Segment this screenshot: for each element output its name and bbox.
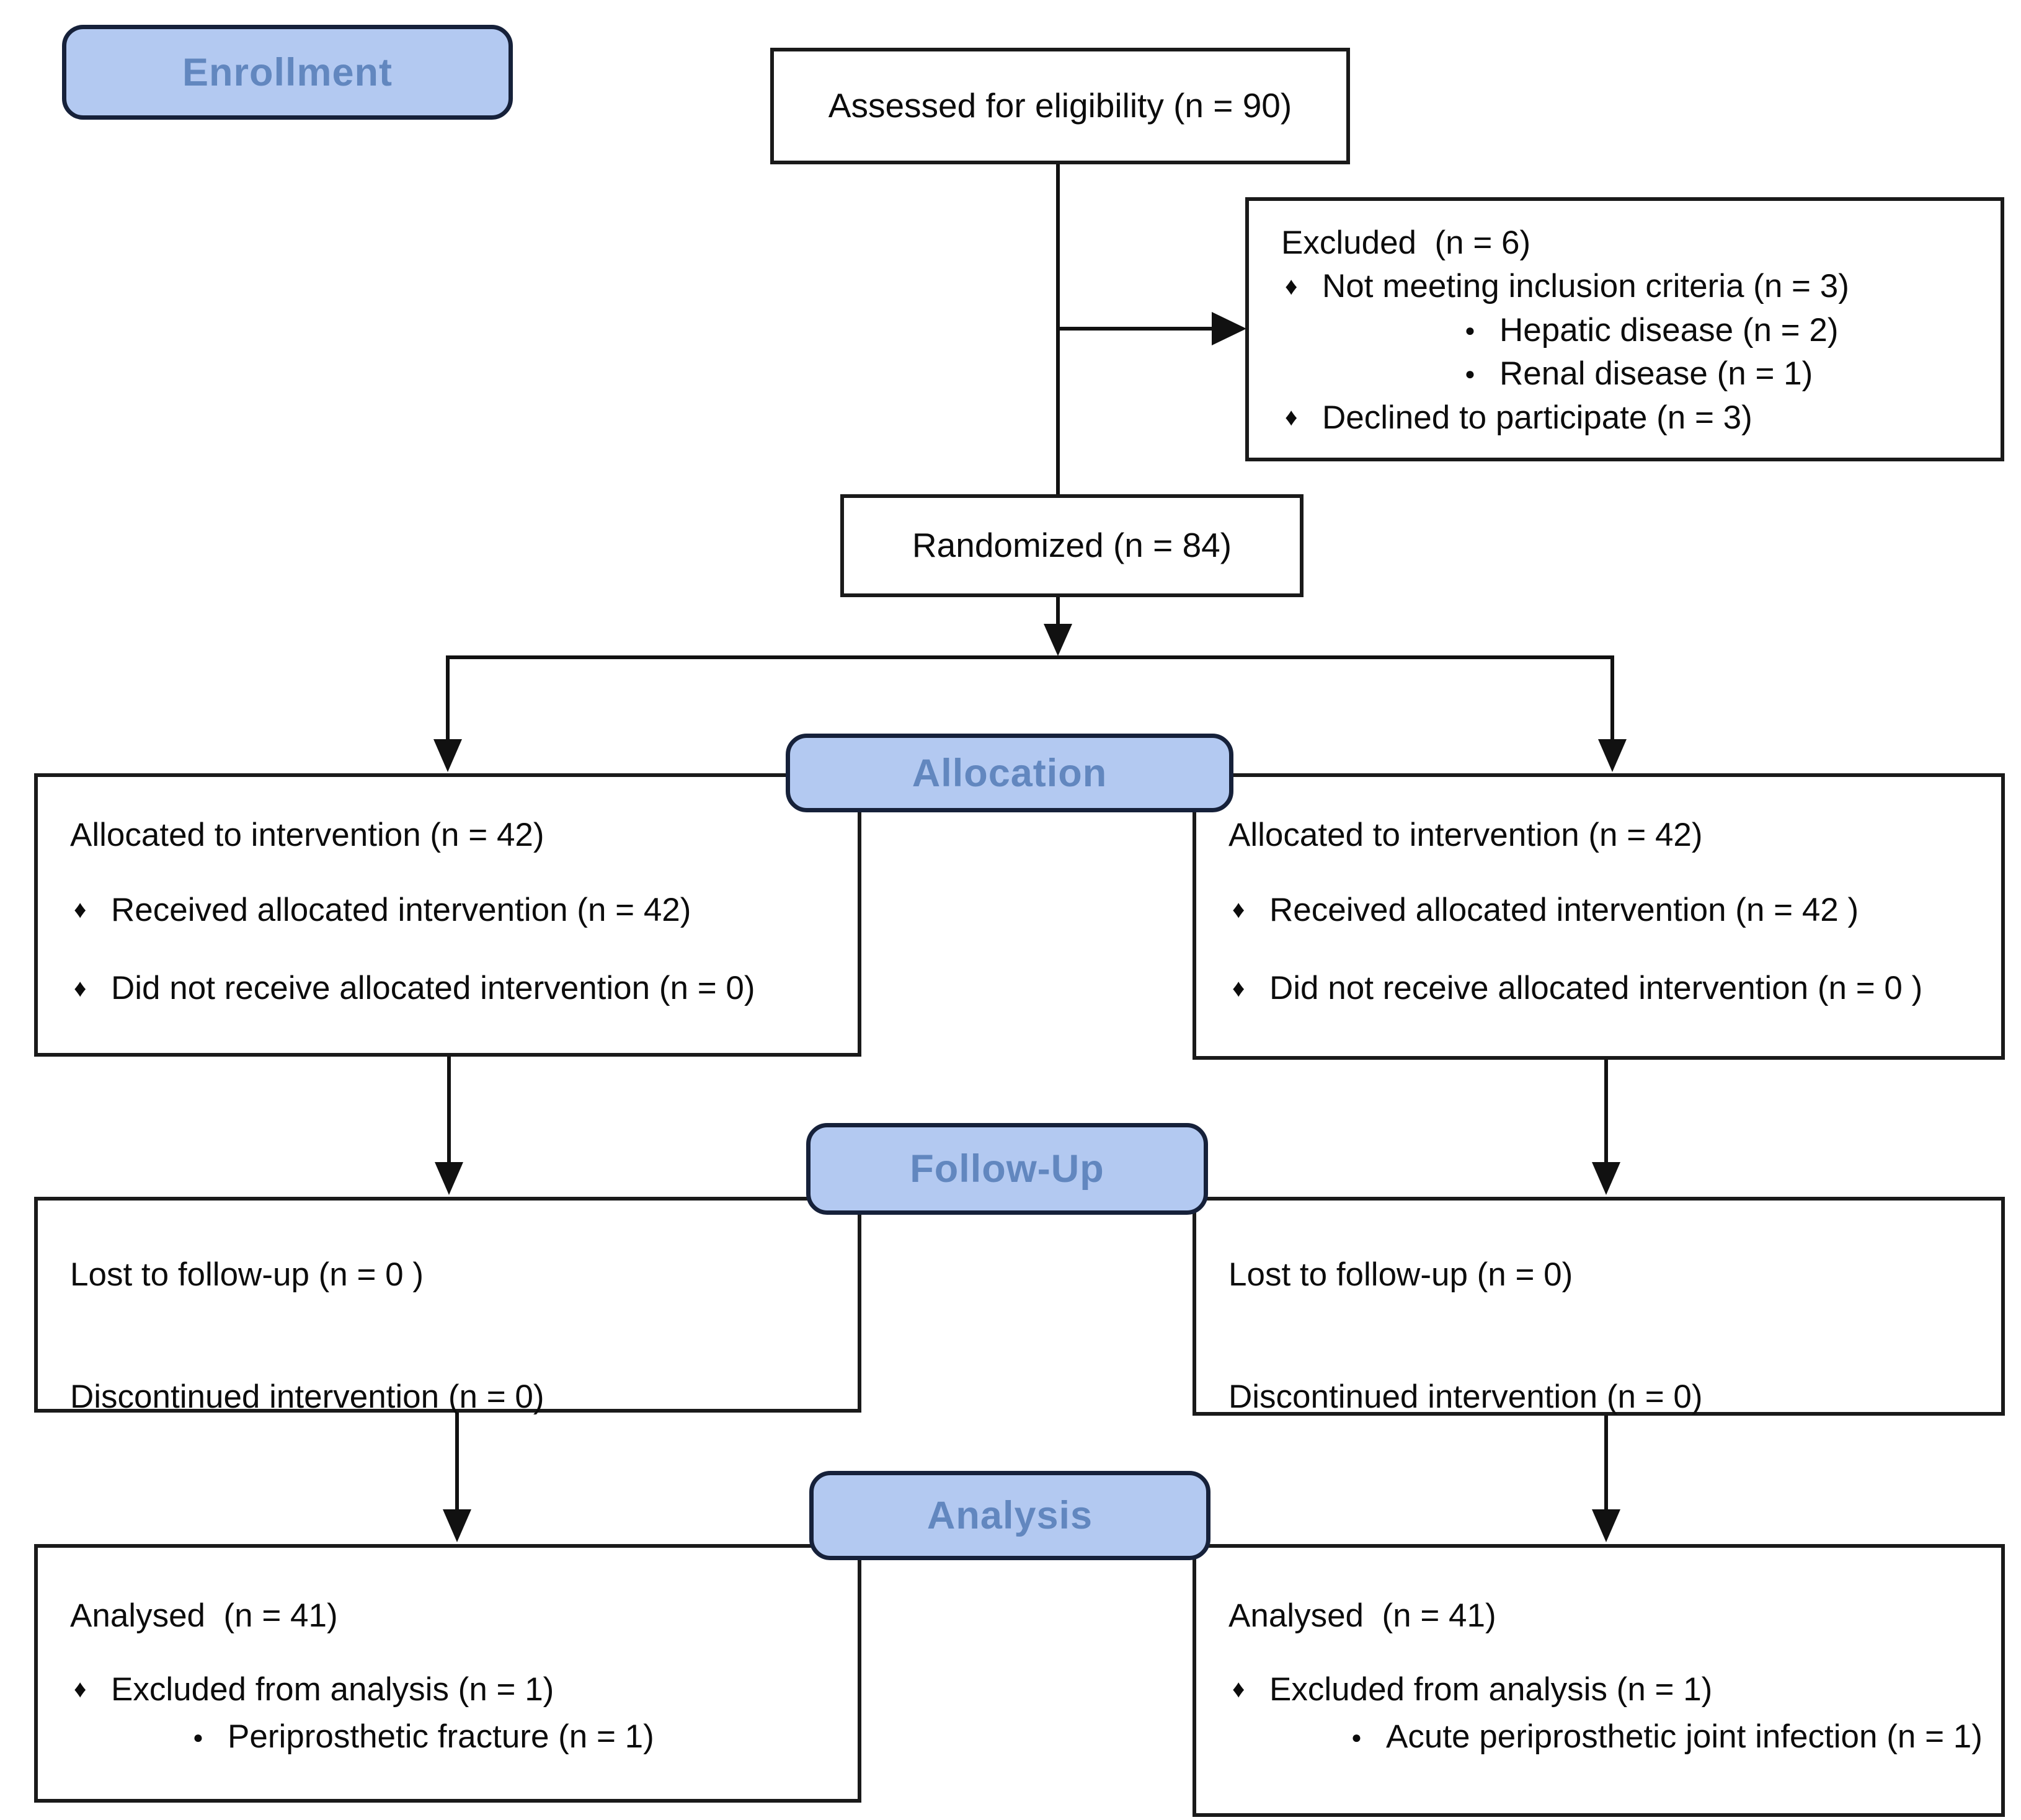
analysis-left-sub-bullet-1: ● Periprosthetic fracture (n = 1)	[70, 1717, 845, 1757]
diamond-bullet-icon: ♦	[1285, 273, 1298, 301]
allocation-right-bullet-2: ♦ Did not receive allocated intervention…	[1228, 969, 1989, 1009]
analysis-stage-badge: Analysis	[809, 1471, 1210, 1560]
analysis-right-sub-1-text: Acute periprosthetic joint infection (n …	[1386, 1718, 1983, 1756]
arrow-allocation-left-to-followup-left	[435, 1057, 463, 1195]
analysis-left-box: Analysed (n = 41) ♦ Excluded from analys…	[34, 1544, 861, 1803]
excluded-bullet-2-text: Declined to participate (n = 3)	[1322, 399, 1752, 436]
diamond-bullet-icon: ♦	[74, 896, 87, 924]
allocation-left-box: Allocated to intervention (n = 42) ♦ Rec…	[34, 773, 861, 1057]
analysis-left-bullet-1: ♦ Excluded from analysis (n = 1)	[70, 1670, 845, 1710]
diamond-bullet-icon: ♦	[1232, 896, 1245, 924]
followup-left-box: Lost to follow-up (n = 0 ) Discontinued …	[34, 1197, 861, 1415]
analysis-right-box: Analysed (n = 41) ♦ Excluded from analys…	[1193, 1544, 2005, 1817]
allocation-left-bullet-1-text: Received allocated intervention (n = 42)	[111, 891, 691, 928]
allocation-stage-badge: Allocation	[786, 734, 1233, 812]
analysis-left-title: Analysed (n = 41)	[70, 1597, 338, 1634]
excluded-sub-bullet-2: ● Renal disease (n = 1)	[1281, 354, 1982, 394]
arrow-randomized-to-split	[448, 597, 1612, 659]
dot-bullet-icon: ●	[1465, 364, 1475, 384]
arrow-split-to-allocation-left	[433, 655, 462, 772]
followup-stage-badge: Follow-Up	[806, 1123, 1208, 1215]
dot-bullet-icon: ●	[1465, 320, 1475, 340]
allocation-right-bullet-1-text: Received allocated intervention (n = 42 …	[1269, 891, 1859, 928]
analysis-right-title: Analysed (n = 41)	[1228, 1597, 1496, 1634]
dot-bullet-icon: ●	[193, 1727, 203, 1747]
arrow-followup-left-to-analysis-left	[443, 1413, 471, 1542]
analysis-left-bullet-1-text: Excluded from analysis (n = 1)	[111, 1671, 554, 1708]
followup-left-line-2: Discontinued intervention (n = 0)	[70, 1378, 544, 1415]
dot-bullet-icon: ●	[1351, 1727, 1362, 1747]
diamond-bullet-icon: ♦	[1285, 404, 1298, 432]
followup-right-line-2: Discontinued intervention (n = 0)	[1228, 1378, 1703, 1415]
followup-right-box: Lost to follow-up (n = 0) Discontinued i…	[1193, 1197, 2005, 1416]
randomized-box: Randomized (n = 84)	[840, 494, 1304, 597]
assessed-for-eligibility-box: Assessed for eligibility (n = 90)	[770, 48, 1350, 164]
excluded-bullet-2: ♦ Declined to participate (n = 3)	[1281, 398, 1982, 438]
analysis-right-bullet-1: ♦ Excluded from analysis (n = 1)	[1228, 1670, 1989, 1710]
excluded-sub-1-text: Hepatic disease (n = 2)	[1499, 311, 1839, 348]
allocation-left-bullet-2-text: Did not receive allocated intervention (…	[111, 970, 755, 1007]
excluded-title: Excluded (n = 6)	[1281, 224, 1531, 261]
allocation-left-bullet-2: ♦ Did not receive allocated intervention…	[70, 969, 845, 1009]
allocation-right-bullet-2-text: Did not receive allocated intervention (…	[1269, 970, 1923, 1007]
allocation-left-bullet-1: ♦ Received allocated intervention (n = 4…	[70, 890, 845, 931]
allocation-right-title: Allocated to intervention (n = 42)	[1228, 817, 1703, 853]
randomized-text: Randomized (n = 84)	[912, 526, 1232, 565]
followup-right-line-1: Lost to follow-up (n = 0)	[1228, 1256, 1573, 1293]
allocation-right-box: Allocated to intervention (n = 42) ♦ Rec…	[1193, 773, 2005, 1060]
excluded-box: Excluded (n = 6) ♦ Not meeting inclusion…	[1245, 197, 2004, 461]
excluded-bullet-1: ♦ Not meeting inclusion criteria (n = 3)	[1281, 267, 1982, 307]
diamond-bullet-icon: ♦	[1232, 1676, 1245, 1703]
enrollment-stage-badge: Enrollment	[62, 25, 513, 120]
diamond-bullet-icon: ♦	[1232, 975, 1245, 1003]
allocation-right-bullet-1: ♦ Received allocated intervention (n = 4…	[1228, 890, 1989, 931]
arrow-allocation-right-to-followup-right	[1592, 1060, 1620, 1195]
followup-left-line-1: Lost to follow-up (n = 0 )	[70, 1256, 424, 1293]
arrow-split-to-allocation-right	[1598, 655, 1627, 772]
excluded-bullet-1-text: Not meeting inclusion criteria (n = 3)	[1322, 268, 1849, 305]
analysis-right-bullet-1-text: Excluded from analysis (n = 1)	[1269, 1671, 1713, 1708]
assessed-text: Assessed for eligibility (n = 90)	[828, 86, 1292, 125]
arrow-followup-right-to-analysis-right	[1592, 1416, 1620, 1542]
excluded-sub-bullet-1: ● Hepatic disease (n = 2)	[1281, 311, 1982, 351]
analysis-left-sub-1-text: Periprosthetic fracture (n = 1)	[228, 1718, 654, 1756]
analysis-right-sub-bullet-1: ● Acute periprosthetic joint infection (…	[1228, 1717, 1989, 1757]
excluded-sub-2-text: Renal disease (n = 1)	[1499, 355, 1813, 393]
diamond-bullet-icon: ♦	[74, 1676, 87, 1703]
allocation-left-title: Allocated to intervention (n = 42)	[70, 817, 544, 853]
diamond-bullet-icon: ♦	[74, 975, 87, 1003]
arrow-to-excluded	[1058, 312, 1246, 345]
